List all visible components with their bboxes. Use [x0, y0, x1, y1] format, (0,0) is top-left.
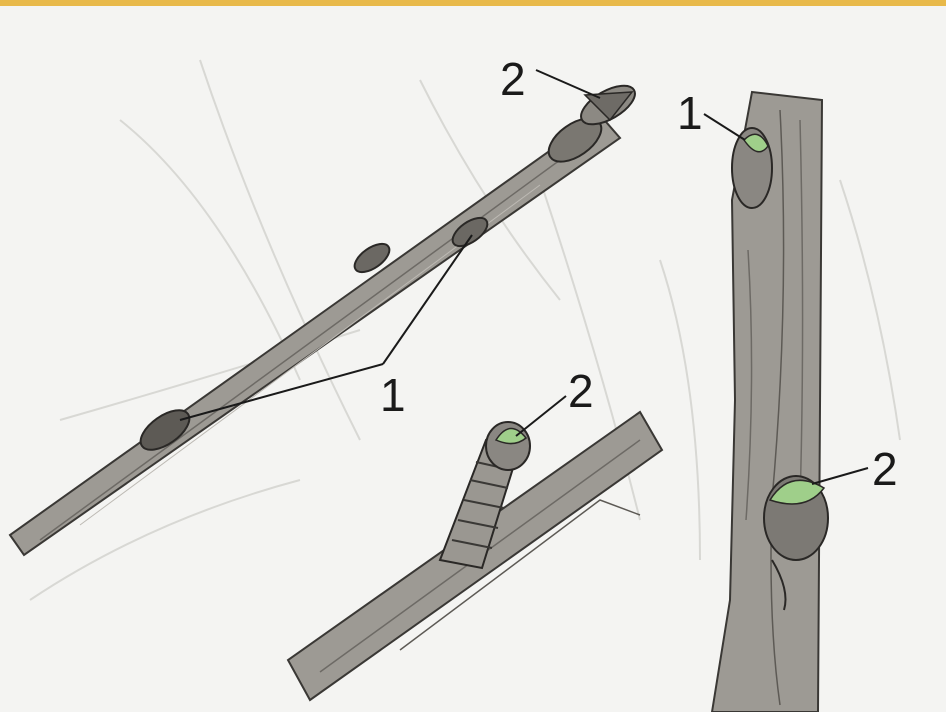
- callout-left-lateral: 1: [380, 372, 406, 418]
- callout-left-tip: 2: [500, 56, 526, 102]
- callout-right-top: 1: [677, 90, 703, 136]
- callout-middle-tip: 2: [568, 368, 594, 414]
- frame-top-border: [0, 0, 946, 6]
- callout-right-bud: 2: [872, 446, 898, 492]
